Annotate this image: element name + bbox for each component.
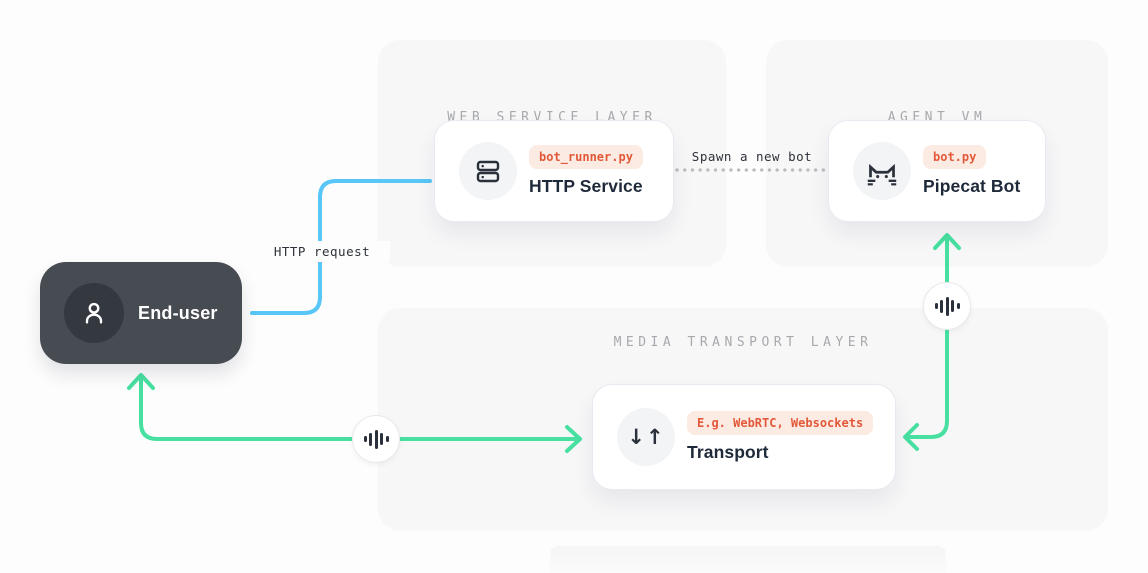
transport-badge: E.g. WebRTC, Websockets — [687, 411, 874, 435]
bottom-panel-peek — [550, 546, 946, 573]
media-transport-layer-title: MEDIA TRANSPORT LAYER — [613, 335, 873, 350]
pipecat-bot-badge: bot.py — [923, 145, 987, 169]
pipecat-bot-label: Pipecat Bot — [923, 176, 1021, 196]
avatar — [64, 283, 124, 343]
pipecat-cat-icon — [853, 142, 911, 200]
end-user-label: End-user — [138, 302, 218, 323]
person-icon — [85, 302, 103, 324]
spawn-bot-label: Spawn a new bot — [691, 149, 813, 164]
waveform-icon — [352, 415, 400, 463]
pipecat-bot-node: bot.py Pipecat Bot — [828, 120, 1046, 222]
waveform-icon — [923, 282, 971, 330]
http-service-label: HTTP Service — [529, 176, 643, 196]
http-service-node: bot_runner.py HTTP Service — [434, 120, 674, 222]
transport-updown-icon: ↓↑ — [617, 408, 675, 466]
end-user-node: End-user — [40, 262, 242, 364]
http-request-label: HTTP request — [254, 241, 390, 262]
transport-node: ↓↑ E.g. WebRTC, Websockets Transport — [592, 384, 896, 490]
transport-label: Transport — [687, 442, 769, 462]
http-service-badge: bot_runner.py — [529, 145, 643, 169]
arrowhead-up-end-user — [127, 373, 155, 390]
server-icon — [459, 142, 517, 200]
